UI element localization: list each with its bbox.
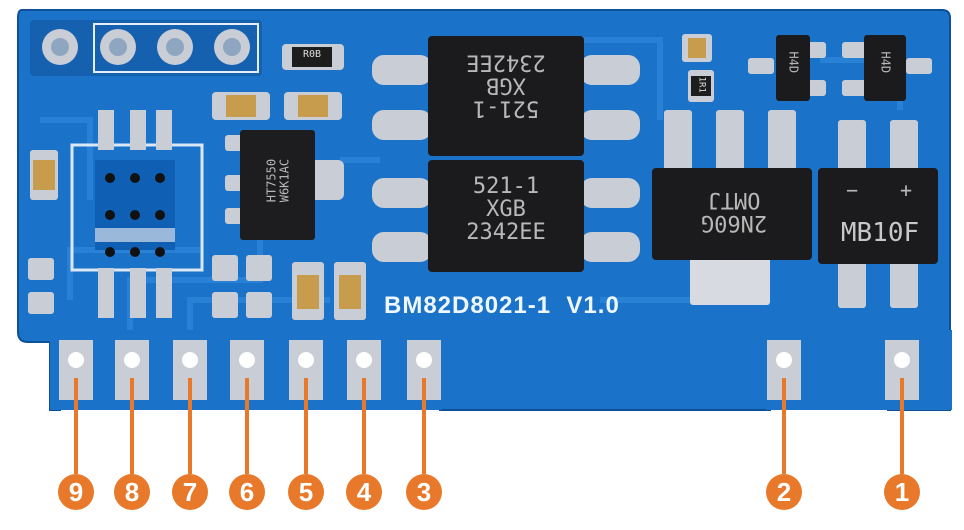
optocoupler-bottom-body bbox=[428, 160, 584, 272]
bridge-plus-marking: + bbox=[899, 178, 913, 202]
pin-hole-6 bbox=[239, 352, 255, 368]
regulator-marking: HT7550 W6K1AC bbox=[264, 158, 291, 203]
transistor-chip bbox=[652, 110, 812, 305]
sot23-parts bbox=[748, 35, 932, 101]
pin-number-badge-8: 8 bbox=[114, 474, 150, 510]
pin-hole-5 bbox=[298, 352, 314, 368]
optocoupler-top-body bbox=[428, 36, 584, 156]
pin-hole-4 bbox=[356, 352, 372, 368]
optocoupler-top-marking: 521-1 XGB 2342EE bbox=[466, 49, 546, 121]
transformer-footprint bbox=[70, 110, 204, 318]
pin-number-badge-7: 7 bbox=[172, 474, 208, 510]
smd-small-marking: 1R1 bbox=[696, 76, 707, 93]
pin-number-badge-1: 1 bbox=[884, 474, 920, 510]
bridge-rectifier-chip bbox=[818, 120, 938, 308]
pin-number-badge-9: 9 bbox=[58, 474, 94, 510]
regulator-chip bbox=[225, 130, 344, 240]
bridge-rectifier-marking: MB10F bbox=[840, 218, 920, 248]
pin-number-badge-5: 5 bbox=[288, 474, 324, 510]
sot-right-marking: H4D bbox=[878, 51, 893, 74]
smd-top-left-marking: R0B bbox=[302, 49, 322, 60]
board-silkscreen-label: BM82D8021-1 V1.0 bbox=[384, 292, 620, 319]
pin-hole-7 bbox=[182, 352, 198, 368]
smd-resistors bbox=[212, 34, 714, 120]
sot-left-marking: H4D bbox=[786, 51, 801, 74]
pin-hole-9 bbox=[68, 352, 84, 368]
smd-capacitor-left bbox=[30, 150, 58, 200]
optocoupler-pins bbox=[372, 55, 640, 262]
header-pads bbox=[30, 20, 262, 76]
left-pads bbox=[28, 255, 272, 318]
pin-number-badge-3: 3 bbox=[406, 474, 442, 510]
smd-capacitors-middle bbox=[292, 262, 366, 320]
pin-connectors bbox=[59, 340, 919, 474]
optocoupler-bottom-marking: 521-1 XGB 2342EE bbox=[466, 174, 546, 246]
pin-hole-2 bbox=[776, 352, 792, 368]
pin-number-badge-6: 6 bbox=[229, 474, 265, 510]
pin-hole-1 bbox=[894, 352, 910, 368]
transistor-marking: 2N60G OMTJ bbox=[700, 187, 768, 236]
pin-hole-3 bbox=[416, 352, 432, 368]
pin-number-badge-4: 4 bbox=[346, 474, 382, 510]
pin-number-badge-2: 2 bbox=[766, 474, 802, 510]
bridge-minus-marking: − bbox=[845, 178, 859, 202]
pin-hole-8 bbox=[124, 352, 140, 368]
